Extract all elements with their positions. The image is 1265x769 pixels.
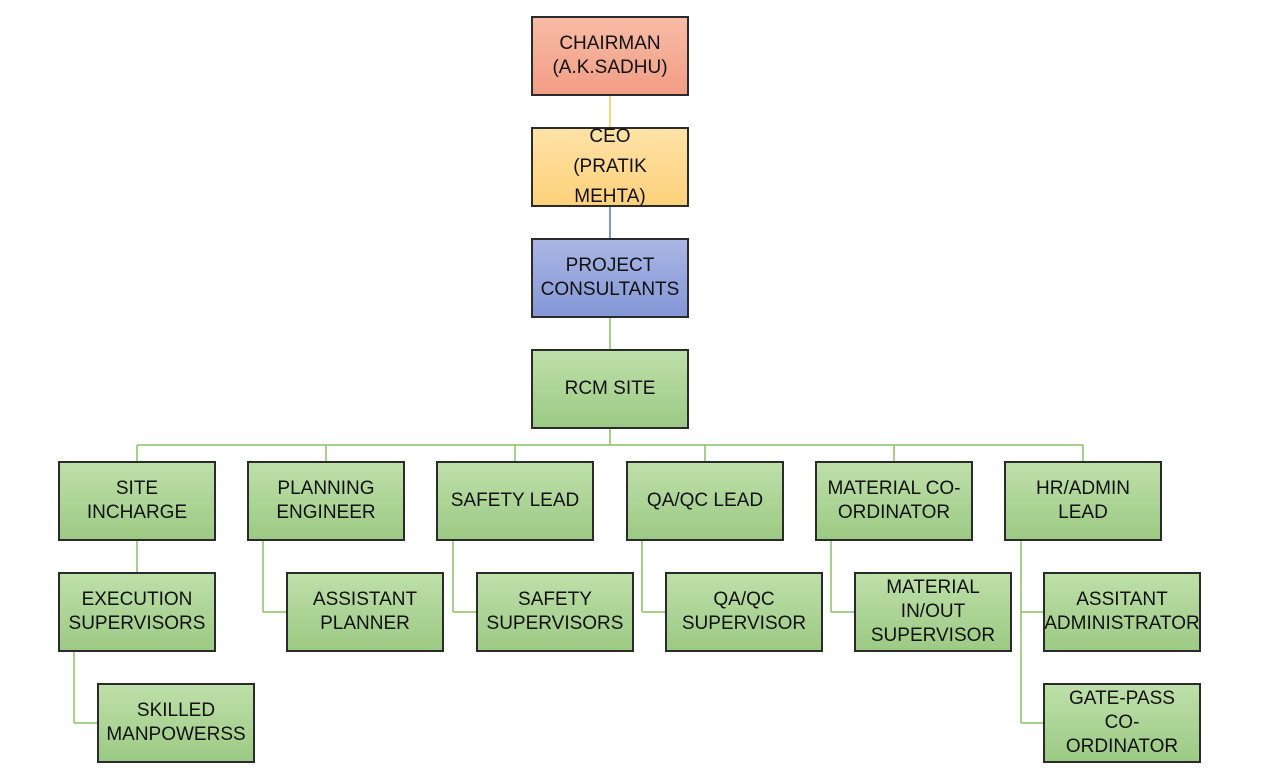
node-assistant-planner: ASSISTANT PLANNER xyxy=(286,572,444,652)
node-rcm-site: RCM SITE xyxy=(531,349,689,429)
node-material-coordinator: MATERIAL CO- ORDINATOR xyxy=(815,461,973,541)
node-assistant-administrator-label: ASSITANT ADMINISTRATOR xyxy=(1044,589,1200,634)
node-safety-lead: SAFETY LEAD xyxy=(436,461,594,541)
node-site-incharge: SITE INCHARGE xyxy=(58,461,216,541)
node-assistant-administrator: ASSITANT ADMINISTRATOR xyxy=(1043,572,1201,652)
node-planning-engineer: PLANNING ENGINEER xyxy=(247,461,405,541)
node-gatepass-coordinator-label: GATE-PASS CO- ORDINATOR xyxy=(1065,688,1179,757)
node-chairman: CHAIRMAN (A.K.SADHU) xyxy=(531,16,689,96)
node-material-inout-supervisor-label: MATERIAL IN/OUT SUPERVISOR xyxy=(870,577,996,646)
node-planning-engineer-label: PLANNING ENGINEER xyxy=(276,478,376,523)
node-qaqc-supervisor-label: QA/QC SUPERVISOR xyxy=(681,589,807,634)
node-ceo-label: CEO (PRATIK MEHTA) xyxy=(573,126,647,207)
node-safety-lead-label: SAFETY LEAD xyxy=(450,490,580,511)
node-project-consultants: PROJECT CONSULTANTS xyxy=(531,238,689,318)
node-execution-supervisors-label: EXECUTION SUPERVISORS xyxy=(68,589,206,634)
node-material-inout-supervisor: MATERIAL IN/OUT SUPERVISOR xyxy=(854,572,1012,652)
node-safety-supervisors-label: SAFETY SUPERVISORS xyxy=(486,589,624,634)
node-project-consultants-label: PROJECT CONSULTANTS xyxy=(540,255,680,300)
node-qaqc-supervisor: QA/QC SUPERVISOR xyxy=(665,572,823,652)
connector-lines xyxy=(73,96,1084,724)
node-skilled-manpower: SKILLED MANPOWERSS xyxy=(97,683,255,763)
node-hr-admin-lead: HR/ADMIN LEAD xyxy=(1004,461,1162,541)
node-safety-supervisors: SAFETY SUPERVISORS xyxy=(476,572,634,652)
node-hr-admin-lead-label: HR/ADMIN LEAD xyxy=(1036,478,1130,523)
node-execution-supervisors: EXECUTION SUPERVISORS xyxy=(58,572,216,652)
node-rcm-site-label: RCM SITE xyxy=(564,378,656,399)
node-site-incharge-label: SITE INCHARGE xyxy=(86,478,188,523)
node-qaqc-lead-label: QA/QC LEAD xyxy=(646,490,764,511)
node-qaqc-lead: QA/QC LEAD xyxy=(626,461,784,541)
node-assistant-planner-label: ASSISTANT PLANNER xyxy=(312,589,418,634)
node-skilled-manpower-label: SKILLED MANPOWERSS xyxy=(106,700,246,745)
node-gatepass-coordinator: GATE-PASS CO- ORDINATOR xyxy=(1043,683,1201,763)
node-material-coordinator-label: MATERIAL CO- ORDINATOR xyxy=(827,478,961,523)
node-chairman-label: CHAIRMAN (A.K.SADHU) xyxy=(552,33,668,78)
node-ceo: CEO (PRATIK MEHTA) xyxy=(531,126,689,207)
